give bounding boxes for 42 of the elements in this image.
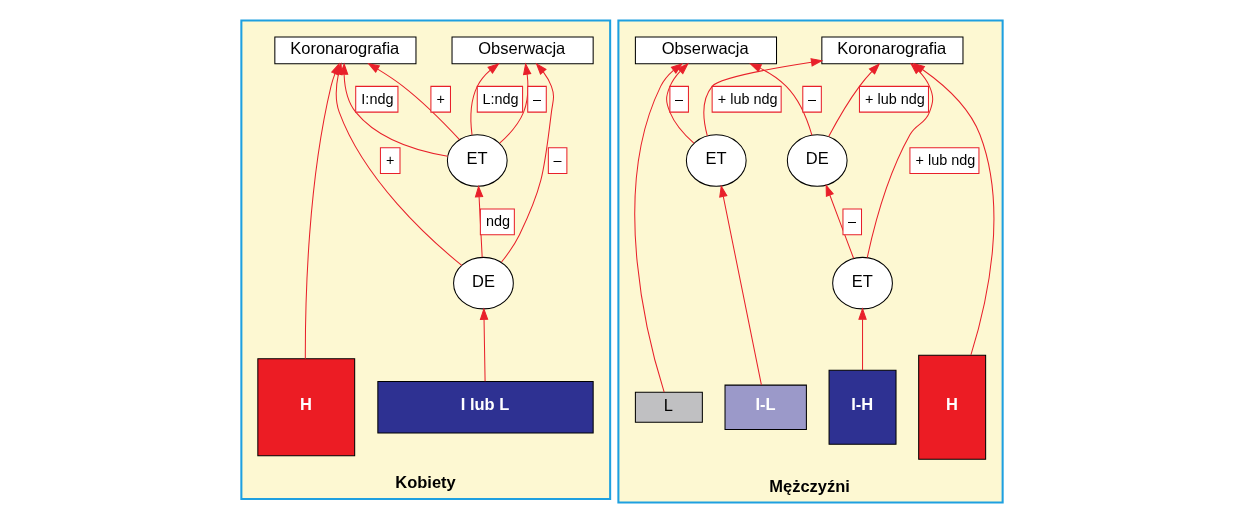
arrow bbox=[912, 62, 995, 356]
arrow bbox=[304, 62, 340, 360]
node-ellipse: ET bbox=[685, 134, 747, 187]
node-box: I lub L bbox=[377, 381, 594, 434]
edge-label: – bbox=[553, 151, 562, 168]
arrow bbox=[858, 307, 867, 371]
edge-label: + bbox=[436, 90, 445, 107]
node-box: L bbox=[634, 391, 703, 423]
node-box: Obserwacja bbox=[451, 36, 594, 65]
node-box: H bbox=[257, 358, 356, 457]
edge-label: I:ndg bbox=[361, 90, 394, 107]
arrow bbox=[367, 63, 460, 141]
edge-label: – bbox=[532, 90, 541, 107]
arrow bbox=[474, 184, 484, 258]
edge-label: – bbox=[675, 90, 684, 107]
arrow bbox=[828, 62, 881, 138]
arrow bbox=[501, 62, 555, 263]
node-box: Obserwacja bbox=[634, 36, 778, 65]
edge-label: + bbox=[386, 151, 395, 168]
edge-label: + lub ndg bbox=[717, 90, 778, 107]
arrow bbox=[479, 307, 489, 382]
arrow bbox=[470, 62, 500, 136]
node-box: Koronarografia bbox=[274, 36, 417, 65]
arrow bbox=[825, 183, 855, 259]
node-box: I-L bbox=[724, 384, 807, 430]
edge-label: + lub ndg bbox=[865, 90, 925, 107]
arrow bbox=[719, 184, 762, 386]
node-box: I-H bbox=[828, 369, 897, 445]
arrow bbox=[499, 62, 532, 144]
edge-label: – bbox=[807, 90, 816, 107]
arrow bbox=[634, 62, 684, 393]
node-box: Koronarografia bbox=[821, 36, 964, 65]
node-ellipse: DE bbox=[453, 256, 514, 310]
edge-label: L:ndg bbox=[482, 90, 519, 107]
edge-label: – bbox=[848, 213, 857, 230]
edge-label: ndg bbox=[486, 213, 511, 230]
node-ellipse: ET bbox=[446, 134, 508, 187]
node-box: H bbox=[918, 354, 987, 460]
edge-label: + lub ndg bbox=[915, 151, 976, 168]
arrow bbox=[749, 63, 813, 136]
node-ellipse: DE bbox=[786, 134, 848, 187]
node-ellipse: ET bbox=[832, 256, 893, 310]
